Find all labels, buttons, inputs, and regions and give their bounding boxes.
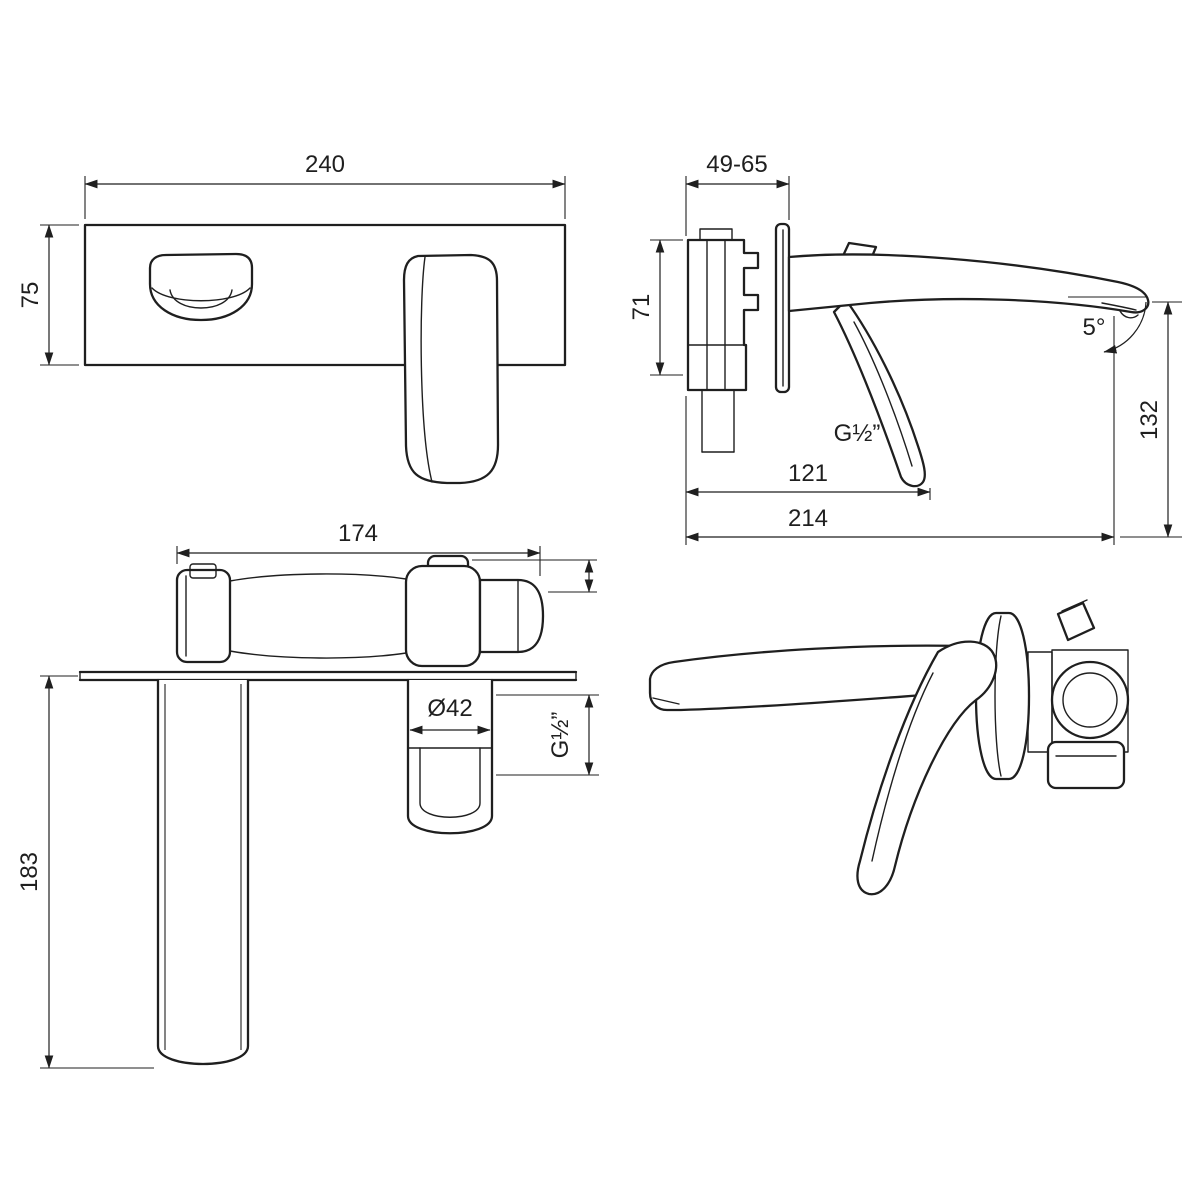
plan-width-label: 174	[338, 520, 378, 547]
plan-body-bridge	[229, 650, 407, 659]
side-depth-label: 49-65	[706, 151, 767, 178]
plan-diameter-label: Ø42	[427, 695, 472, 722]
front-height-label: 75	[17, 282, 44, 309]
side-handle-reach-label: 121	[788, 460, 828, 487]
front-view: 240 75	[17, 151, 567, 485]
front-handle-contour	[420, 256, 433, 483]
front-spout	[148, 252, 254, 322]
plan-valve-cap	[175, 568, 232, 664]
front-handle	[402, 253, 500, 485]
plan-body-bridge	[229, 573, 407, 582]
assembly-bottom-block	[1046, 740, 1126, 790]
assembly-escutcheon-line	[994, 615, 1002, 777]
plan-control-pipe	[156, 678, 250, 1066]
assembly-view	[648, 599, 1130, 896]
assembly-connector	[1027, 651, 1053, 753]
side-thread-label: G½”	[834, 420, 881, 447]
plan-spout-cylinder	[478, 578, 545, 654]
side-rough-in-body	[686, 238, 760, 392]
side-handle-lever	[832, 298, 926, 488]
assembly-inlet-stub	[1056, 601, 1096, 642]
plan-tube-inner	[419, 747, 481, 818]
assembly-valve-inner-circle	[1062, 672, 1118, 728]
plan-thread-label: G½”	[547, 712, 574, 759]
side-spout-height-label: 132	[1136, 400, 1163, 440]
plan-mixer-body	[404, 564, 482, 668]
side-angle-label: 5°	[1083, 314, 1106, 341]
side-handle-contour	[853, 321, 913, 467]
assembly-spout-outlet	[652, 697, 680, 705]
side-spout-outlet	[1119, 310, 1139, 319]
front-spout-lip	[151, 287, 251, 302]
side-spout-tip-line	[1101, 302, 1137, 311]
assembly-stub-cap	[1061, 599, 1088, 612]
plan-spout-tube	[406, 678, 494, 835]
side-body-stub	[699, 228, 733, 241]
plan-view: 174 Ø42 G½”	[16, 520, 599, 1069]
side-total-reach-label: 214	[788, 505, 828, 532]
assembly-escutcheon	[974, 611, 1031, 781]
side-angle-arc	[1103, 301, 1147, 354]
assembly-handle-contour	[871, 672, 934, 862]
front-width-label: 240	[305, 151, 345, 178]
side-view: 49-65 71 G½” 121 214 132 5°	[628, 151, 1182, 545]
plan-valve-detail	[189, 563, 217, 579]
front-spout-aerator	[169, 289, 233, 309]
assembly-spout	[648, 644, 968, 712]
assembly-handle	[856, 640, 998, 896]
side-spout	[787, 253, 1150, 314]
side-height-label: 71	[628, 294, 655, 321]
plan-length-label: 183	[16, 852, 43, 892]
